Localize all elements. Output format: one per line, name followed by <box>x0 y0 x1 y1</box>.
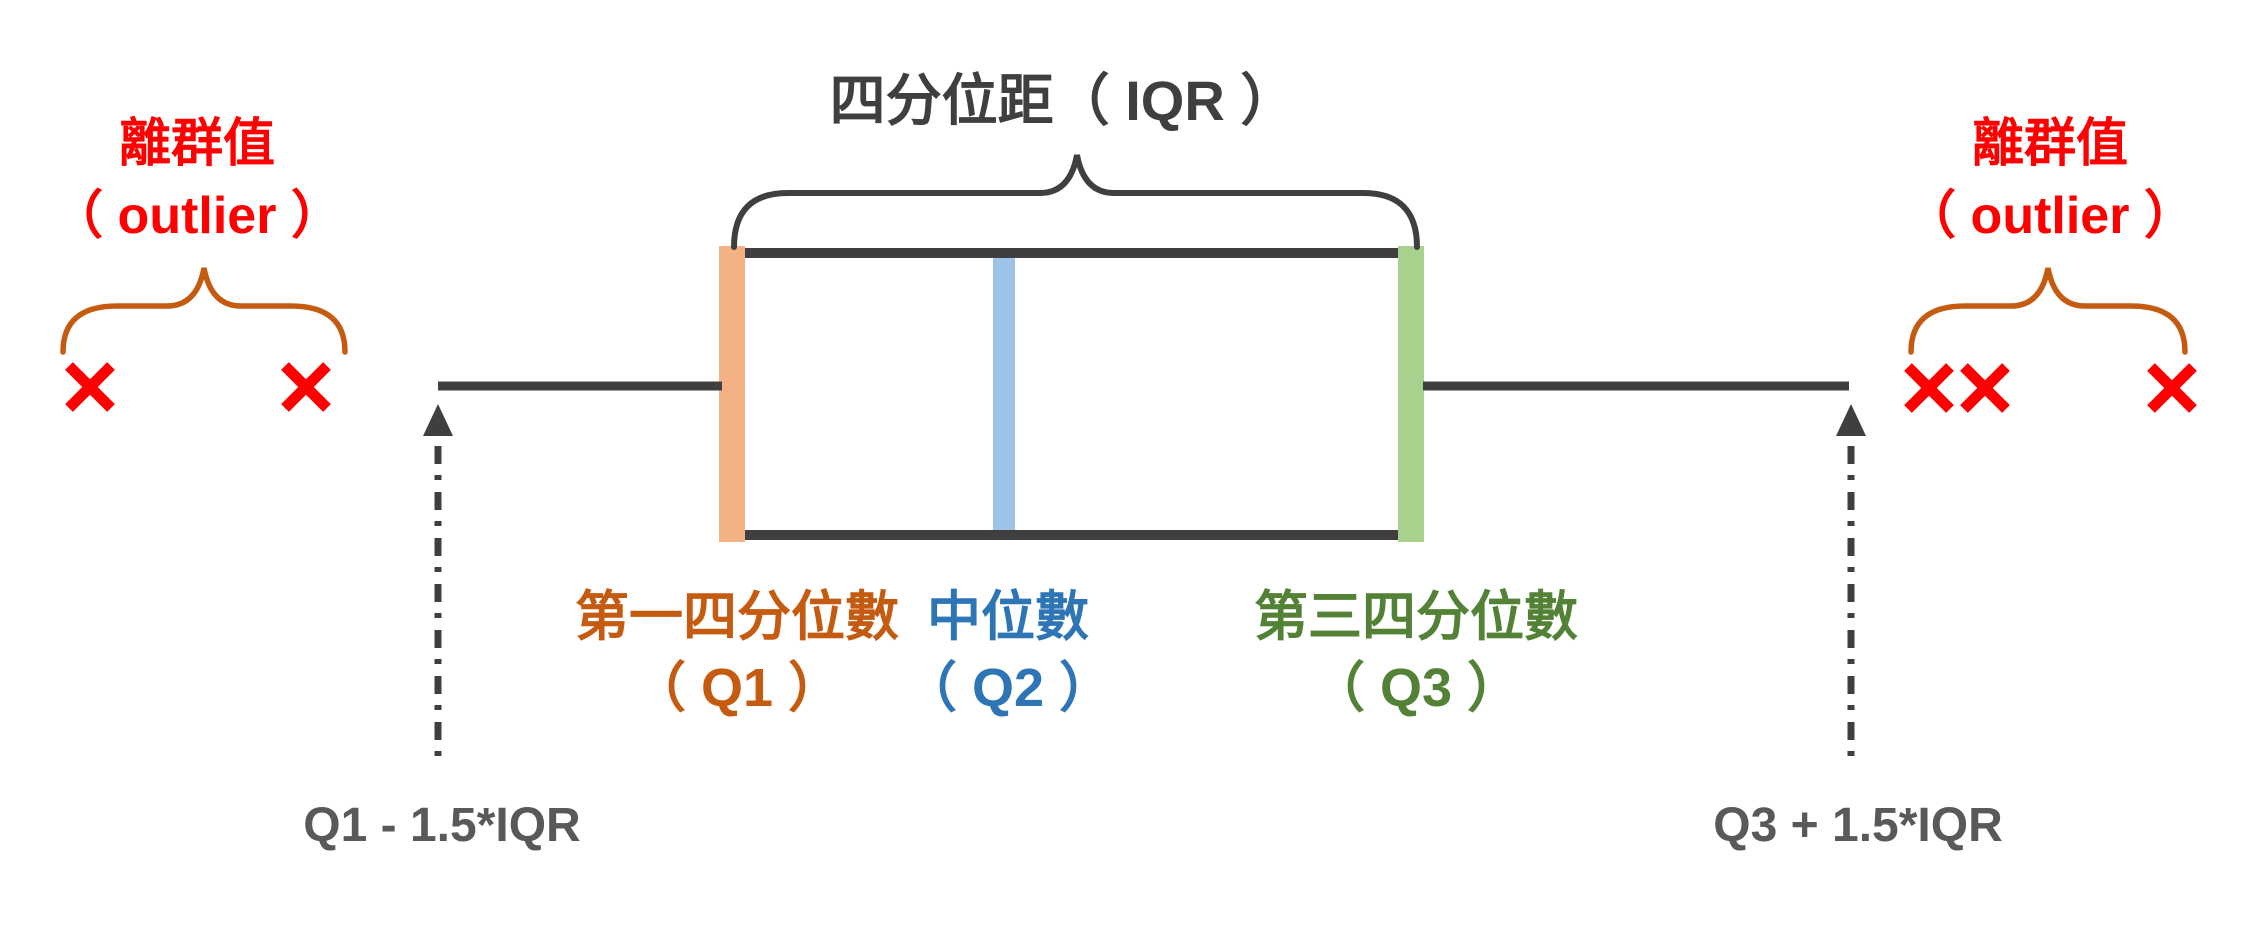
upper-fence-label: Q3 + 1.5*IQR <box>1713 799 2003 852</box>
outlier-x-mark <box>65 362 115 412</box>
median-bar <box>993 252 1015 537</box>
q1-label-line1: 第一四分位數 <box>575 587 899 647</box>
median-label-line1: 中位數 <box>926 587 1089 647</box>
outlier-x-mark <box>1904 363 1954 413</box>
q3-label-line2: （ Q3 ） <box>1310 658 1522 718</box>
q1-label: 第一四分位數 （ Q1 ） <box>575 582 899 724</box>
outlier-label-right-line2: （ outlier ） <box>1904 187 2196 245</box>
median-label: 中位數 （ Q2 ） <box>903 582 1113 724</box>
q1-bar <box>719 246 745 542</box>
outlier-x-mark <box>2147 363 2197 413</box>
median-label-line2: （ Q2 ） <box>902 658 1114 718</box>
q3-label-line1: 第三四分位數 <box>1254 587 1578 647</box>
outlier-label-right-line1: 離群值 <box>1971 115 2129 173</box>
outlier-label-left: 離群值 （ outlier ） <box>51 108 343 252</box>
lower-fence-label: Q1 - 1.5*IQR <box>303 799 581 852</box>
outlier-label-left-line2: （ outlier ） <box>51 187 343 245</box>
arrow-up-icon <box>1836 404 1866 436</box>
arrow-up-icon <box>423 404 453 436</box>
outlier-brace-left <box>60 267 348 355</box>
iqr-title: 四分位距（ IQR ） <box>829 69 1297 132</box>
iqr-brace <box>731 154 1420 250</box>
outlier-label-left-line1: 離群值 <box>118 115 276 173</box>
q3-label: 第三四分位數 （ Q3 ） <box>1254 582 1578 724</box>
outlier-x-mark <box>281 362 331 412</box>
outlier-brace-right <box>1908 267 2188 355</box>
outlier-label-right: 離群值 （ outlier ） <box>1904 108 2196 252</box>
outlier-x-mark <box>1960 363 2010 413</box>
q3-bar <box>1398 246 1424 542</box>
q1-label-line2: （ Q1 ） <box>631 658 843 718</box>
